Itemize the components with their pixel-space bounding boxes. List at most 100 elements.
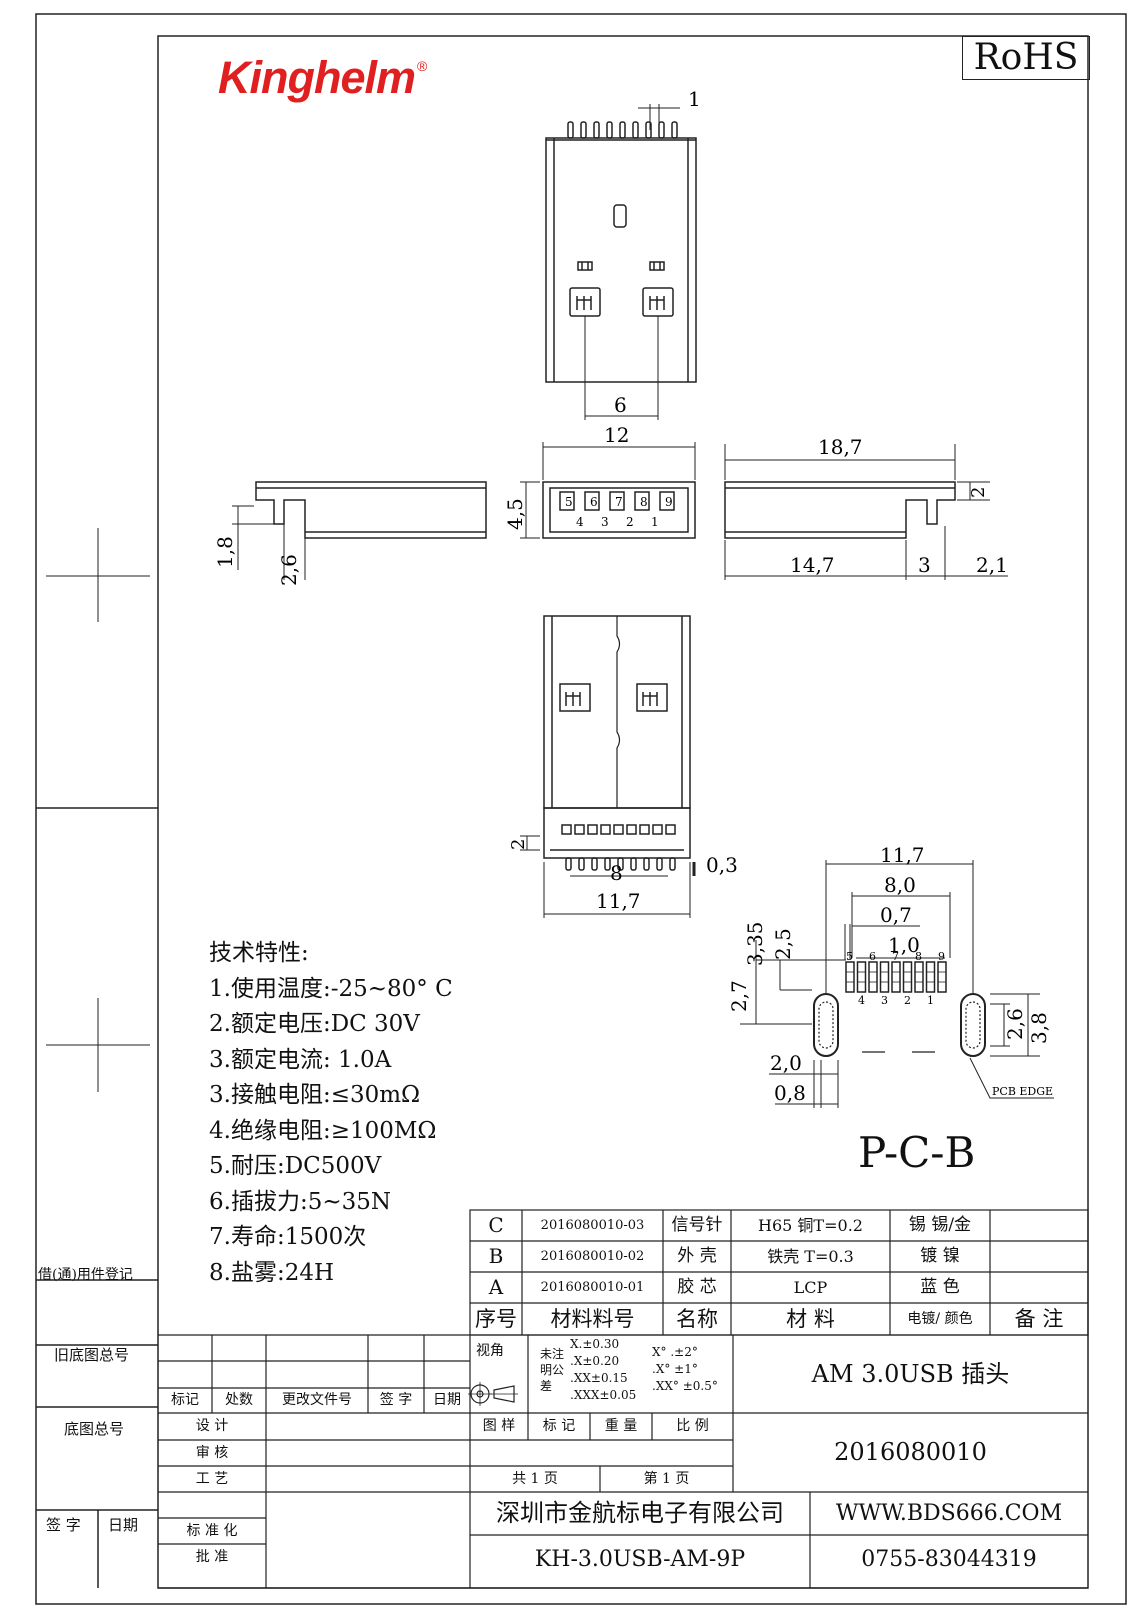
dim-front-width: 12 (604, 423, 629, 447)
pcb-pad (868, 961, 878, 993)
scale-label: 比 例 (676, 1418, 709, 1434)
tolerance-labels: 未注 明公 差 (540, 1347, 565, 1393)
dim-left-b: 2,6 (277, 554, 301, 586)
pcb-pin-number: 8 (915, 950, 922, 963)
spec-item: 6.插拔力:5~35N (209, 1188, 391, 1215)
dim-bottom-d: 11,7 (596, 889, 641, 913)
pcb-dim-slot-h2: 3,8 (1027, 1012, 1051, 1044)
pcb-pad (937, 961, 947, 993)
contact-pin (567, 121, 574, 139)
contact-pin (669, 857, 676, 871)
bom-material: H65 铜T=0.2 (758, 1216, 863, 1235)
bom-header-name: 名称 (676, 1307, 718, 1331)
pin-number: 5 (565, 495, 573, 509)
rev-col: 处数 (225, 1392, 253, 1408)
pad-square (639, 824, 650, 835)
pin-number: 6 (590, 495, 598, 509)
pin-number: 9 (665, 495, 673, 509)
dim-bottom-c: 8 (610, 861, 623, 885)
pcb-pad (891, 961, 901, 993)
pin-number: 4 (576, 515, 584, 529)
pin-number: 1 (651, 515, 659, 529)
spec-item: 4.绝缘电阻:≥100MΩ (209, 1117, 437, 1144)
title-block (158, 1334, 1088, 1589)
product-name: AM 3.0USB 插头 (811, 1360, 1010, 1388)
outer-frame (35, 13, 1127, 1605)
contact-pin (658, 121, 665, 139)
right-view (724, 444, 1008, 580)
pcb-footprint (740, 860, 1054, 1108)
bom-header-finish: 电镀/ 颜色 (907, 1311, 973, 1327)
contact-pin (656, 857, 663, 871)
contact-pin (617, 857, 624, 871)
view-angle-label: 视角 (476, 1343, 504, 1359)
bom-material: 铁壳 T=0.3 (767, 1247, 854, 1266)
pcb-pin-number: 1 (927, 994, 934, 1007)
contact-pin (671, 121, 678, 139)
rev-col: 日期 (433, 1392, 461, 1408)
pcb-pad (845, 961, 855, 993)
dim-right-a: 14,7 (790, 553, 835, 577)
bom-seq: B (488, 1244, 504, 1268)
old-drawing-no: 旧底图总号 (54, 1346, 130, 1364)
pcb-title: P-C-B (858, 1128, 976, 1177)
rev-col: 标记 (171, 1392, 199, 1408)
base-drawing-no: 底图总号 (64, 1420, 125, 1438)
bom-finish: 镀 镍 (920, 1246, 960, 1266)
bom-finish: 蓝 色 (920, 1277, 960, 1297)
kinghelm-logo: Kinghelm® (218, 52, 427, 103)
company-phone: 0755-83044319 (861, 1547, 1037, 1572)
pin-slot (609, 491, 625, 511)
pcb-pin-number: 9 (938, 950, 945, 963)
bom-name: 胶 芯 (677, 1277, 717, 1297)
company-name: 深圳市金航标电子有限公司 (496, 1499, 784, 1527)
pcb-pin-number: 3 (881, 994, 888, 1007)
bom-finish: 锡 锡/金 (908, 1215, 972, 1235)
bom-part: 2016080010-03 (540, 1218, 645, 1233)
spec-item: 5.耐压:DC500V (209, 1153, 382, 1179)
bom-seq: A (488, 1275, 504, 1299)
contact-pin (578, 857, 585, 871)
rohs-badge: RoHS (962, 36, 1090, 80)
pcb-dim-ha: 3,35 (743, 921, 767, 966)
contact-pin (632, 121, 639, 139)
bom-name: 信号针 (671, 1215, 723, 1235)
tolerance-linear: X.±0.30 .X±0.20 .XX±0.15 .XXX±0.05 (570, 1337, 637, 1402)
contact-pin (630, 857, 637, 871)
model-number: KH-3.0USB-AM-9P (534, 1547, 746, 1572)
contact-pin (619, 121, 626, 139)
top-view (545, 104, 697, 420)
pcb-pin-number: 7 (892, 950, 899, 963)
spec-item: 3.额定电流: 1.0A (209, 1046, 392, 1073)
contact-pin (643, 857, 650, 871)
borrow-register: 借(通)用件登记 (38, 1267, 133, 1283)
contact-pin (580, 121, 587, 139)
pcb-pad (914, 961, 924, 993)
dim-right-length: 18,7 (818, 435, 863, 459)
pcb-pin-number: 4 (858, 994, 865, 1007)
bom-part: 2016080010-02 (540, 1249, 645, 1264)
pad-square (665, 824, 676, 835)
bom-header-note: 备 注 (1014, 1307, 1064, 1331)
bom-header-seq: 序号 (475, 1307, 517, 1331)
pad-square (613, 824, 624, 835)
specs-title: 技术特性: (209, 940, 309, 966)
tolerance-angular: X° .±2° .X° ±1° .XX° ±0.5° (652, 1345, 718, 1393)
pcb-dim-hc: 2,7 (727, 980, 751, 1012)
bom-table (469, 1209, 1089, 1336)
pcb-pad (925, 961, 936, 993)
dim-right-d: 2 (968, 487, 989, 498)
drawing-label: 图 样 (482, 1418, 516, 1434)
dim-right-b: 3 (918, 553, 931, 577)
contact-pin (591, 857, 598, 871)
process-label: 工 艺 (195, 1471, 229, 1487)
pcb-dim-slot-h: 2,6 (1003, 1008, 1027, 1040)
contact-pin (645, 121, 652, 139)
pcb-pin-number: 6 (869, 950, 876, 963)
spec-item: 2.额定电压:DC 30V (209, 1011, 420, 1037)
pcb-pin-number: 2 (904, 994, 911, 1007)
review-label: 审 核 (195, 1445, 229, 1461)
pcb-dim-pins: 8,0 (884, 873, 916, 897)
bom-header-part: 材料料号 (550, 1307, 635, 1331)
